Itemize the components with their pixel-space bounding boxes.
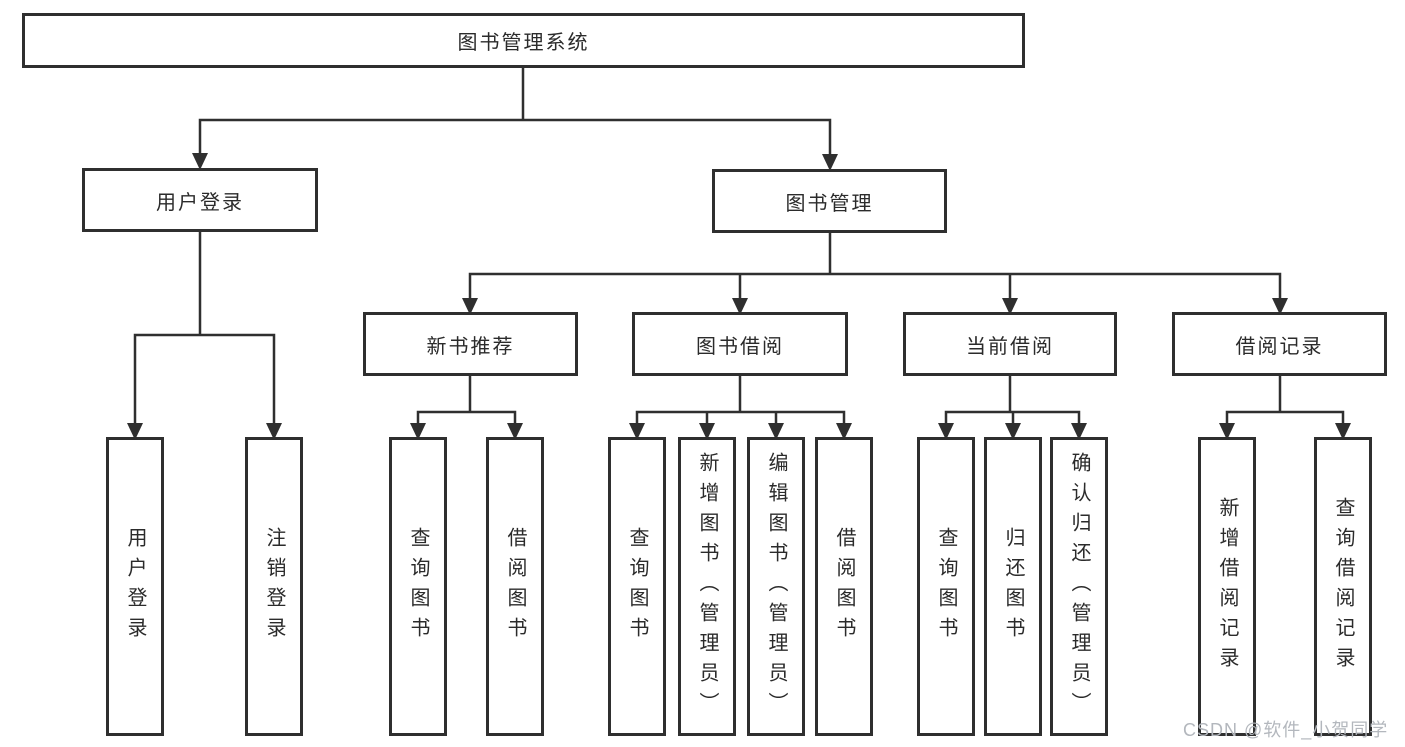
node-book-borrow: 图书借阅	[632, 312, 848, 376]
csdn-watermark: CSDN @软件_小贺同学	[1183, 720, 1389, 740]
leaf-current-query-books: 查询图书	[917, 437, 975, 736]
leaf-recommend-borrow-books: 借阅图书	[486, 437, 544, 736]
leaf-recommend-query-books: 查询图书	[389, 437, 447, 736]
leaf-add-borrow-record: 新增借阅记录	[1198, 437, 1256, 736]
node-label: 新增借阅记录	[1216, 496, 1238, 677]
node-label: 借阅图书	[833, 526, 855, 647]
node-label: 查询图书	[407, 526, 429, 647]
leaf-user-login: 用户登录	[106, 437, 164, 736]
node-label: 图书借阅	[696, 335, 784, 358]
leaf-borrow-books: 借阅图书	[815, 437, 873, 736]
leaf-confirm-return-admin: 确认归还（管理员）	[1050, 437, 1108, 736]
node-label: 新增图书（管理员）	[696, 451, 718, 722]
node-label: 新书推荐	[426, 335, 515, 358]
node-label: 图书管理系统	[457, 32, 590, 54]
node-label: 用户登录	[156, 191, 244, 214]
leaf-borrow-query-books: 查询图书	[608, 437, 666, 736]
node-root-library-system: 图书管理系统	[22, 13, 1025, 68]
node-label: 编辑图书（管理员）	[765, 451, 787, 722]
node-new-book-recommend: 新书推荐	[363, 312, 578, 376]
leaf-logout: 注销登录	[245, 437, 303, 736]
node-label: 归还图书	[1002, 526, 1024, 647]
leaf-return-books: 归还图书	[984, 437, 1042, 736]
node-label: 借阅记录	[1235, 335, 1324, 358]
leaf-edit-books-admin: 编辑图书（管理员）	[747, 437, 805, 736]
node-label: 确认归还（管理员）	[1068, 451, 1090, 722]
node-label: 查询借阅记录	[1332, 496, 1354, 677]
node-borrow-records: 借阅记录	[1172, 312, 1387, 376]
leaf-add-books-admin: 新增图书（管理员）	[678, 437, 736, 736]
leaf-query-borrow-record: 查询借阅记录	[1314, 437, 1372, 736]
node-book-management: 图书管理	[712, 169, 947, 233]
node-label: 查询图书	[935, 526, 957, 647]
node-label: 查询图书	[626, 526, 648, 647]
node-label: 借阅图书	[504, 526, 526, 647]
node-label: 图书管理	[785, 192, 874, 215]
node-current-borrow: 当前借阅	[903, 312, 1117, 376]
node-label: 注销登录	[263, 526, 285, 647]
node-label: 当前借阅	[966, 335, 1054, 358]
node-label: 用户登录	[124, 526, 146, 647]
node-user-login: 用户登录	[82, 168, 318, 232]
